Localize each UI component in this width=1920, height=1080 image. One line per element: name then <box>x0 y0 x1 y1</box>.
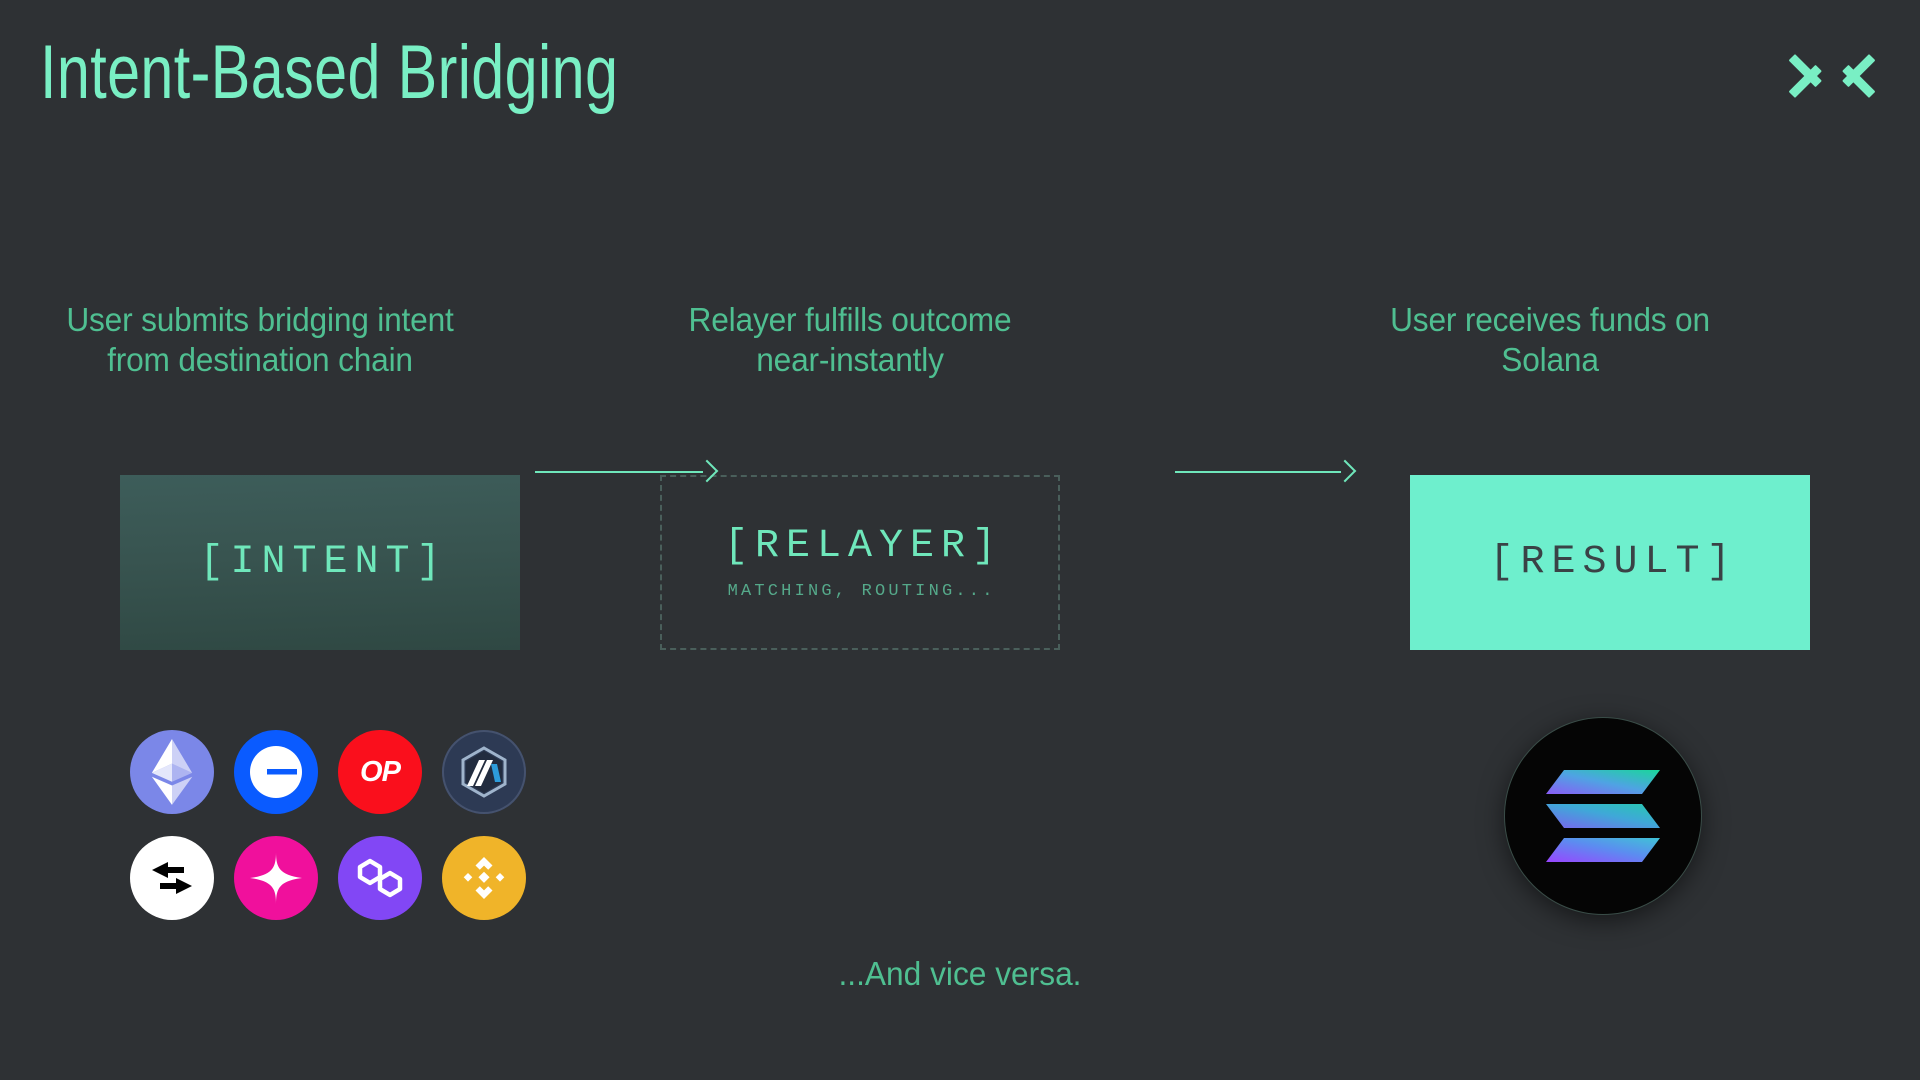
polygon-glyph <box>357 858 403 898</box>
arrow-head-icon <box>695 459 719 483</box>
flow-step-intent: User submits bridging intent from destin… <box>40 300 520 650</box>
relayer-box[interactable]: [RELAYER] MATCHING, ROUTING... <box>660 475 1060 650</box>
arbitrum-glyph <box>461 746 507 798</box>
solana-icon[interactable] <box>1505 718 1701 914</box>
base-icon[interactable] <box>234 730 318 814</box>
footer-note: ...And vice versa. <box>838 955 1082 992</box>
arbitrum-icon[interactable] <box>442 730 526 814</box>
intent-box[interactable]: [INTENT] <box>120 475 520 650</box>
linea-star-icon[interactable] <box>234 836 318 920</box>
bnb-diamond-glyph <box>463 857 505 899</box>
bridging-flow: User submits bridging intent from destin… <box>0 300 1920 660</box>
solana-glyph <box>1546 770 1660 862</box>
flow-step-relayer: Relayer fulfills outcome near-instantly … <box>650 300 1060 650</box>
arrow-shaft <box>535 471 703 473</box>
swap-arrows-glyph <box>152 862 192 894</box>
polygon-icon[interactable] <box>338 836 422 920</box>
relayer-box-label: [RELAYER] <box>723 524 1004 569</box>
optimism-mark: OP <box>360 755 401 788</box>
flow-step-result: User receives funds on Solana [RESULT] <box>1330 300 1810 650</box>
arrow-head-icon <box>1333 459 1357 483</box>
ethereum-icon[interactable] <box>130 730 214 814</box>
step-caption-result: User receives funds on Solana <box>1390 301 1710 379</box>
page-title: Intent-Based Bridging <box>40 30 619 115</box>
base-glyph <box>250 746 302 798</box>
step-caption-relayer: Relayer fulfills outcome near-instantly <box>688 301 1012 379</box>
header: Intent-Based Bridging <box>0 0 1920 180</box>
source-chain-logos: OP <box>120 720 536 930</box>
bnb-icon[interactable] <box>442 836 526 920</box>
step-caption-intent: User submits bridging intent from destin… <box>66 301 454 379</box>
intent-box-label: [INTENT] <box>199 540 448 585</box>
result-box-label: [RESULT] <box>1489 540 1738 585</box>
ethereum-glyph <box>151 739 193 805</box>
arrow-shaft <box>1175 471 1341 473</box>
four-point-star-glyph <box>250 852 302 904</box>
close-x-icon[interactable] <box>1788 40 1876 112</box>
arrow-intent-to-relayer <box>535 459 719 484</box>
arrow-relayer-to-result <box>1175 459 1357 484</box>
result-box[interactable]: [RESULT] <box>1410 475 1810 650</box>
relayer-box-subtext: MATCHING, ROUTING... <box>727 582 996 601</box>
across-swap-icon[interactable] <box>130 836 214 920</box>
optimism-icon[interactable]: OP <box>338 730 422 814</box>
